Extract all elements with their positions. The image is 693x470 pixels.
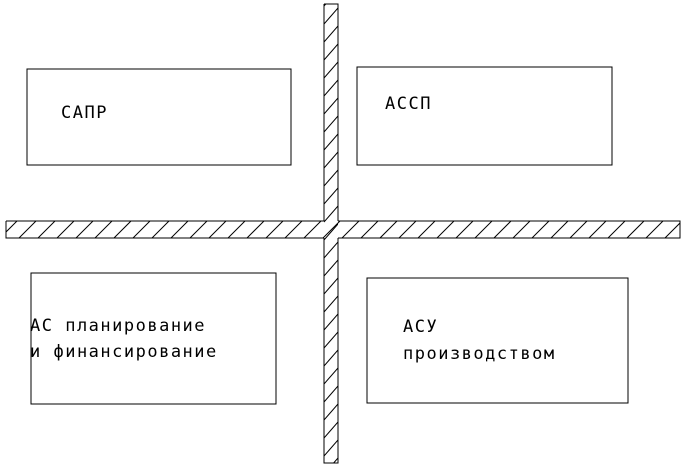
- block-assp-label: АССП: [385, 94, 432, 114]
- hatch-line: [324, 439, 338, 457]
- hatch-line: [379, 221, 398, 238]
- hatch-line: [324, 331, 338, 349]
- hatch-line: [324, 7, 338, 25]
- hatch-line: [324, 241, 338, 259]
- hatch-line: [588, 221, 607, 238]
- hatch-line: [360, 221, 379, 238]
- block-as-planning: АС планирование и финансирование: [30, 272, 277, 405]
- block-as-planning-box: [30, 272, 277, 405]
- horizontal-bus: [5, 220, 693, 239]
- block-as-planning-line2: и финансирование: [30, 342, 218, 362]
- hatch-line: [284, 221, 303, 238]
- vertical-bus: [323, 3, 339, 464]
- hatch-line: [37, 221, 56, 238]
- block-asu-production-line2: производством: [403, 344, 556, 364]
- hatch-line: [75, 221, 94, 238]
- hatch-line: [324, 205, 338, 223]
- hatch-line: [6, 221, 18, 233]
- hatch-line: [132, 221, 151, 238]
- hatch-line: [324, 223, 338, 241]
- hatch-line: [151, 221, 170, 238]
- hatch-line: [324, 4, 327, 7]
- hatch-line: [324, 313, 338, 331]
- hatch-line: [324, 79, 338, 97]
- hatch-line: [324, 367, 338, 385]
- hatch-line: [324, 169, 338, 187]
- hatch-line: [645, 221, 664, 238]
- hatch-line: [324, 259, 338, 277]
- hatch-line: [246, 221, 265, 238]
- hatch-line: [324, 295, 338, 313]
- hatch-line: [94, 221, 113, 238]
- hatch-line: [324, 187, 338, 205]
- hatch-line: [56, 221, 75, 238]
- hatch-line: [324, 97, 338, 115]
- hatch-line: [332, 457, 338, 463]
- hatch-line: [455, 221, 474, 238]
- hatch-line: [436, 221, 455, 238]
- block-asu-production-box: [366, 277, 629, 404]
- hatch-line: [531, 221, 550, 238]
- hatch-line: [550, 221, 569, 238]
- block-as-planning-line1: АС планирование: [30, 316, 206, 336]
- hatch-line: [324, 115, 338, 133]
- hatch-line: [324, 385, 338, 403]
- block-assp-box: [356, 66, 613, 166]
- hatch-line: [18, 221, 37, 238]
- hatch-line: [341, 221, 360, 238]
- hatch-line: [626, 221, 645, 238]
- hatch-line: [324, 43, 338, 61]
- block-sapr-box: [26, 68, 292, 166]
- hatch-line: [474, 221, 493, 238]
- hatch-line: [684, 221, 693, 238]
- block-asu-production-line1: АСУ: [403, 317, 438, 337]
- hatch-line: [324, 421, 338, 439]
- hatch-line: [322, 221, 341, 238]
- hatch-line: [324, 61, 338, 79]
- hatch-line: [324, 349, 338, 367]
- hatch-line: [398, 221, 417, 238]
- block-asu-production: АСУ производством: [366, 277, 629, 404]
- hatch-line: [324, 151, 338, 169]
- block-sapr: САПР: [26, 68, 292, 166]
- hatch-line: [664, 222, 680, 238]
- block-assp: АССП: [356, 66, 613, 166]
- hatch-line: [324, 277, 338, 295]
- hatch-line: [227, 221, 246, 238]
- hatch-line: [493, 221, 512, 238]
- hatch-line: [607, 221, 626, 238]
- hatch-line: [569, 221, 588, 238]
- hatch-line: [170, 221, 189, 238]
- hatch-line: [303, 221, 322, 238]
- hatch-line: [512, 221, 531, 238]
- hatch-line: [189, 221, 208, 238]
- hatch-line: [324, 25, 338, 43]
- hatch-line: [265, 221, 284, 238]
- hatch-line: [324, 133, 338, 151]
- hatch-line: [324, 403, 338, 421]
- hatch-line: [208, 221, 227, 238]
- block-sapr-label: САПР: [61, 103, 108, 123]
- hatch-line: [113, 221, 132, 238]
- hatch-line: [417, 221, 436, 238]
